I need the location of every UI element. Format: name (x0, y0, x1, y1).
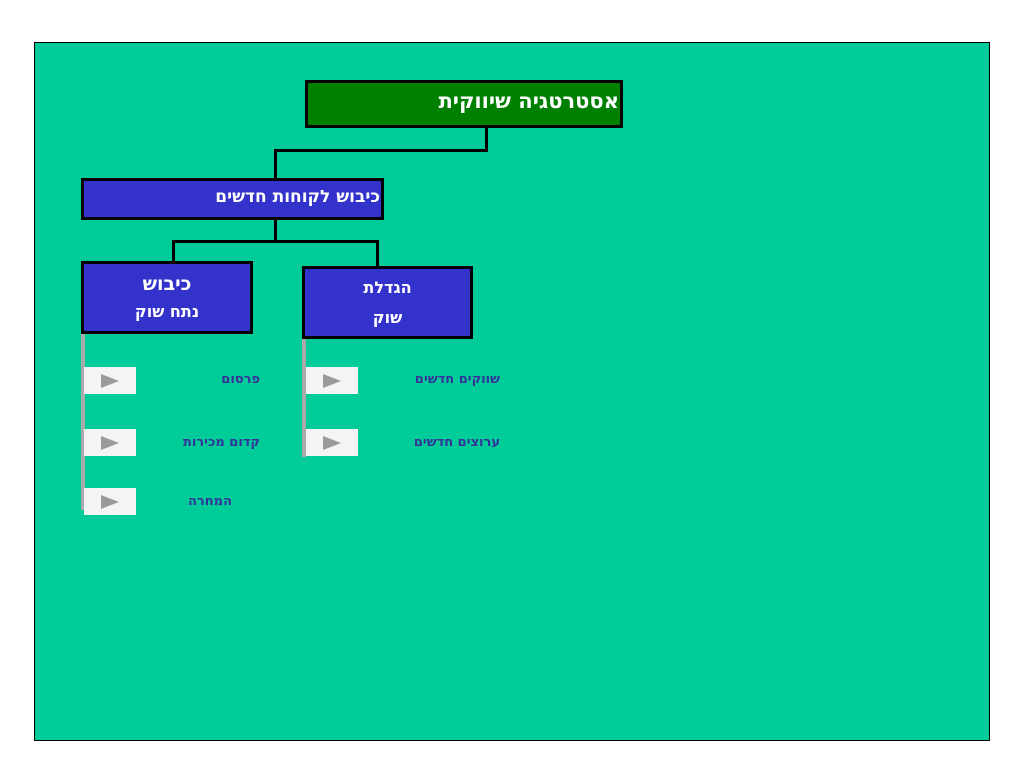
root-node-label: אסטרטגיה שיווקית (438, 89, 619, 113)
item-button-new-markets[interactable] (306, 367, 358, 394)
right-node-line1: הגדלת (363, 277, 412, 297)
right-node-line2: שוק (372, 307, 403, 327)
right-items-bar (302, 339, 306, 457)
root-node-marketing-strategy: אסטרטגיה שיווקית (305, 80, 623, 128)
connector-root-down (485, 128, 488, 152)
item-label-pricing[interactable]: המחרה (187, 494, 232, 509)
left-node-line2: נתח שוק (134, 301, 200, 321)
connector-branch-horizontal (172, 240, 379, 243)
play-arrow-icon (101, 435, 119, 450)
left-node-line1: כיבוש (142, 272, 192, 295)
item-label-advertising[interactable]: פרסום (221, 372, 260, 387)
node-market-share: כיבוש נתח שוק (81, 261, 253, 334)
connector-mid-up (274, 149, 277, 179)
play-arrow-icon (101, 494, 119, 509)
node-acquire-new-customers: כיבוש לקוחות חדשים (81, 178, 384, 220)
item-label-new-channels[interactable]: ערוצים חדשים (413, 435, 500, 450)
node-market-growth: הגדלת שוק (302, 266, 473, 339)
item-label-sales-promotion[interactable]: קדום מכירות (182, 435, 260, 450)
left-items-bar (81, 334, 85, 510)
play-arrow-icon (323, 435, 341, 450)
item-button-advertising[interactable] (84, 367, 136, 394)
play-arrow-icon (101, 373, 119, 388)
connector-right-branch (376, 240, 379, 267)
item-button-sales-promotion[interactable] (84, 429, 136, 456)
slide-background (34, 42, 990, 741)
item-label-new-markets[interactable]: שווקים חדשים (414, 372, 500, 387)
middle-node-label: כיבוש לקוחות חדשים (215, 187, 380, 207)
connector-left-branch (172, 240, 175, 262)
play-arrow-icon (323, 373, 341, 388)
connector-root-horizontal (274, 149, 488, 152)
connector-mid-down (274, 220, 277, 243)
item-button-pricing[interactable] (84, 488, 136, 515)
item-button-new-channels[interactable] (306, 429, 358, 456)
